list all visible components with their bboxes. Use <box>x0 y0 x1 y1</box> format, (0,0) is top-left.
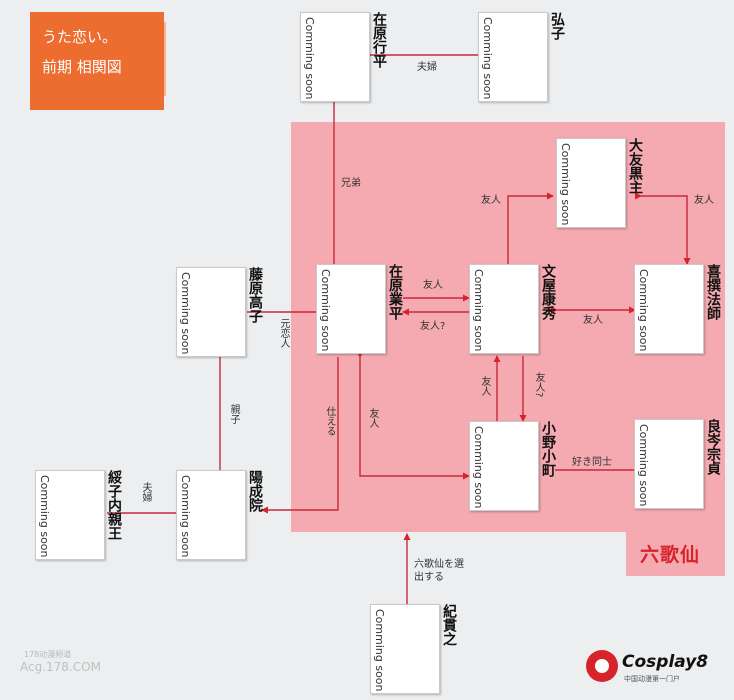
name-komachi: 小野小町 <box>540 421 556 477</box>
name-yukihira: 在原行平 <box>371 12 387 68</box>
placeholder-text: Comming soon <box>373 609 386 692</box>
name-kaishi: 綏子内親王 <box>106 470 122 540</box>
rokkasen-group-tab <box>626 530 725 576</box>
name-sojo: 良岑宗貞 <box>705 419 721 475</box>
label-kaishi-yozei: 夫婦 <box>140 482 151 502</box>
name-hiroko: 弘子 <box>549 12 565 40</box>
label-yasuhide-to-narihira: 友人? <box>420 321 446 332</box>
cosplay8-logo: Cosplay8 中国动漫第一门户 <box>586 650 726 686</box>
label-narihira-komachi: 友人 <box>367 408 378 428</box>
placeholder-text: Comming soon <box>303 17 316 100</box>
label-tsurayuki-rokkasen: 六歌仙を選出する <box>414 559 464 583</box>
name-yozei: 陽成院 <box>247 470 263 512</box>
logo-text: Cosplay8 <box>622 652 709 672</box>
label-kuronushi-kisen: 友人 <box>694 195 714 206</box>
card-yukihira: Comming soon <box>300 12 370 102</box>
card-kuronushi: Comming soon <box>556 138 626 228</box>
rokkasen-group-label: 六歌仙 <box>640 544 701 566</box>
placeholder-text: Comming soon <box>179 272 192 355</box>
card-komachi: Comming soon <box>469 421 539 511</box>
watermark-channel: 178动漫频道 <box>24 650 72 659</box>
card-hiroko: Comming soon <box>478 12 548 102</box>
label-yukihira-hiroko: 夫婦 <box>417 62 437 73</box>
placeholder-text: Comming soon <box>179 475 192 558</box>
title-line-1: うた恋い。 <box>42 28 118 46</box>
label-narihira-yozei: 仕える <box>324 406 335 436</box>
name-takaiko: 藤原高子 <box>247 267 263 323</box>
title-line-2: 前期 相関図 <box>42 58 122 76</box>
label-narihira-to-yasuhide: 友人 <box>423 280 443 291</box>
placeholder-text: Comming soon <box>637 424 650 507</box>
arrow-narihira-to-yozei <box>261 357 339 514</box>
name-tsurayuki: 紀貫之 <box>441 604 457 646</box>
arrow-narihira-komachi <box>356 351 470 480</box>
logo-subtitle: 中国动漫第一门户 <box>624 675 680 683</box>
name-yasuhide: 文屋康秀 <box>540 264 556 320</box>
arrow-yasuhide-kuronushi <box>504 192 554 270</box>
card-yozei: Comming soon <box>176 470 246 560</box>
label-yasuhide-kuronushi: 友人 <box>481 195 501 206</box>
placeholder-text: Comming soon <box>637 269 650 352</box>
label-takaiko-yozei: 親子 <box>228 404 239 424</box>
placeholder-text: Comming soon <box>472 426 485 509</box>
arrow-kuronushi-kisen <box>635 192 691 265</box>
name-kuronushi: 大友黒主 <box>627 138 643 194</box>
placeholder-text: Comming soon <box>472 269 485 352</box>
label-yasuhide-to-komachi: 友人? <box>533 372 544 398</box>
card-kaishi: Comming soon <box>35 470 105 560</box>
card-yasuhide: Comming soon <box>469 264 539 354</box>
placeholder-text: Comming soon <box>38 475 51 558</box>
watermark-url: Acg.178.COM <box>20 660 101 674</box>
title-box: うた恋い。 前期 相関図 <box>30 12 164 110</box>
placeholder-text: Comming soon <box>481 17 494 100</box>
label-takaiko-narihira: 元恋人 <box>278 318 289 348</box>
card-narihira: Comming soon <box>316 264 386 354</box>
placeholder-text: Comming soon <box>319 269 332 352</box>
card-tsurayuki: Comming soon <box>370 604 440 694</box>
card-takaiko: Comming soon <box>176 267 246 357</box>
label-yukihira-narihira: 兄弟 <box>341 178 361 189</box>
name-kisen: 喜撰法師 <box>705 264 721 320</box>
label-yasuhide-kisen: 友人 <box>583 315 603 326</box>
card-kisen: Comming soon <box>634 264 704 354</box>
label-komachi-to-yasuhide: 友人 <box>479 376 490 396</box>
label-komachi-sojo: 好き同士 <box>572 457 612 468</box>
card-sojo: Comming soon <box>634 419 704 509</box>
logo-mark-icon <box>586 650 618 682</box>
placeholder-text: Comming soon <box>559 143 572 226</box>
name-narihira: 在原業平 <box>387 264 403 320</box>
